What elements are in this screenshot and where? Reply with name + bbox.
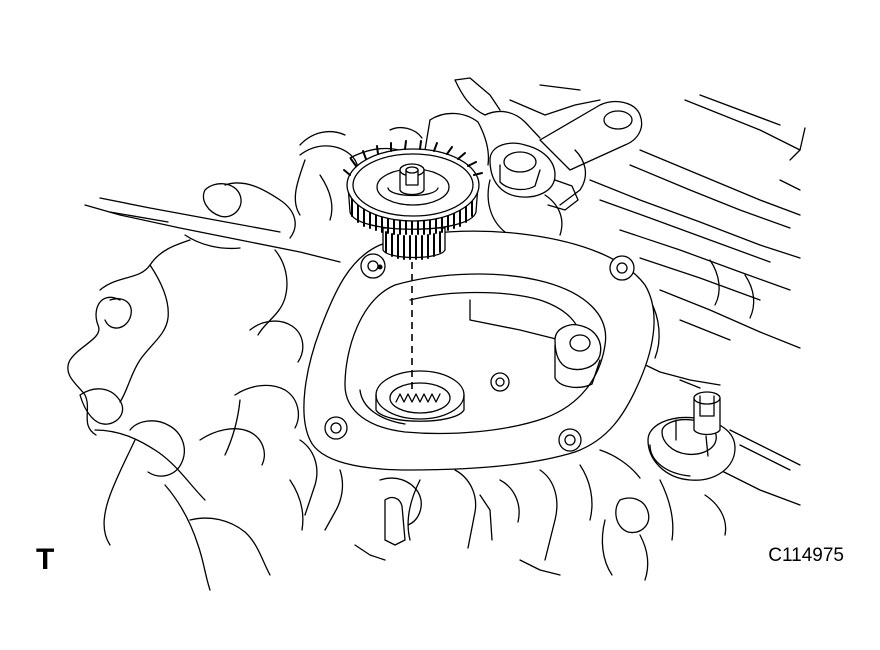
splined-bore [375, 370, 465, 422]
transmission-case-outline [67, 77, 806, 591]
selector-shaft-stub [647, 391, 736, 481]
driven-gear [343, 140, 483, 260]
figure-code-label: C114975 [768, 545, 844, 566]
housing-flange [303, 230, 655, 471]
shift-lever [487, 101, 643, 236]
bolt-hole-marker [377, 264, 383, 270]
corner-letter-label: T [36, 543, 55, 576]
